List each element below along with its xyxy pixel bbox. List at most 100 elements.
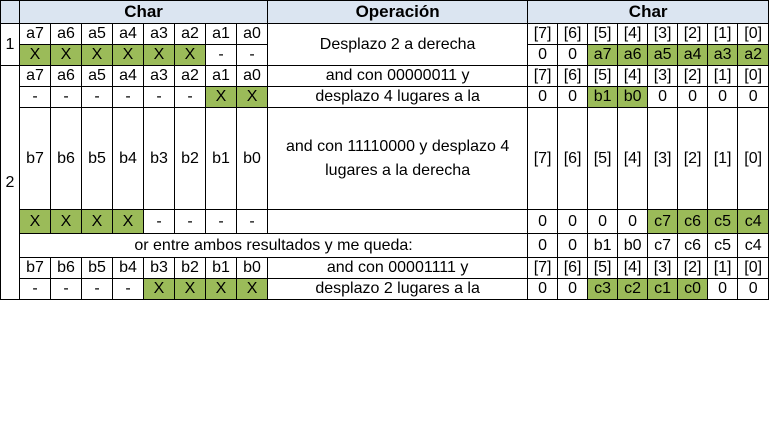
result-cell: 0 [527,233,559,258]
bit-cell: b4 [112,257,144,279]
mask-cell: X [19,44,51,66]
result-cell: a5 [647,44,679,66]
bit-cell: b6 [50,257,82,279]
bit-cell: b2 [174,107,206,210]
mask-cell: - [143,209,175,234]
result-cell: c4 [737,209,770,234]
bit-cell: a7 [19,23,51,45]
row-2a-bottom: - - - - - - X X desplazo 4 lugares a la … [1,86,770,108]
result-cell: 0 [527,209,559,234]
bit-cell: b5 [81,257,113,279]
index-cell: [4] [617,23,649,45]
result-cell: a7 [587,44,619,66]
bit-cell: b0 [235,257,269,279]
mask-cell: - [50,278,82,300]
result-cell: 0 [737,86,770,108]
bit-cell: b1 [205,257,237,279]
index-cell: [4] [617,107,649,210]
mask-cell: - [143,86,175,108]
mask-cell: - [205,44,237,66]
mask-cell: X [112,209,144,234]
index-cell: [3] [647,23,679,45]
mask-cell: X [174,278,206,300]
mask-cell: X [143,278,175,300]
mask-cell: - [19,86,51,108]
index-cell: [7] [527,257,559,279]
index-cell: [5] [587,257,619,279]
operation-text: Desplazo 2 a derecha [267,23,529,66]
operation-text: and con 00000011 y [267,65,529,87]
result-cell: 0 [677,86,709,108]
bit-cell: b2 [174,257,206,279]
operation-text: desplazo 4 lugares a la [267,86,529,108]
bit-cell: a6 [50,65,82,87]
bit-cell: b5 [81,107,113,210]
index-cell: [1] [707,107,739,210]
result-cell: c7 [647,209,679,234]
result-cell: c7 [647,233,679,258]
result-cell: b0 [617,86,649,108]
row-2-or: or entre ambos resultados y me queda: 0 … [1,233,770,258]
bit-cell: a0 [235,23,269,45]
result-cell: a3 [707,44,739,66]
mask-cell: - [81,86,113,108]
bit-cell: b4 [112,107,144,210]
row-3a-bottom: - - - - X X X X desplazo 2 lugares a la … [1,278,770,300]
index-cell: [5] [587,107,619,210]
mask-cell: - [235,44,269,66]
result-cell: 0 [587,209,619,234]
bit-cell: a7 [19,65,51,87]
bit-cell: a4 [112,23,144,45]
bit-cell: a3 [143,65,175,87]
bit-cell: a2 [174,65,206,87]
header-operation: Operación [267,0,529,24]
row-3a-top: b7 b6 b5 b4 b3 b2 b1 b0 and con 00001111… [1,257,770,279]
mask-cell: X [50,209,82,234]
operation-text: and con 11110000 y desplazo 4 lugares a … [267,107,529,210]
index-cell: [4] [617,65,649,87]
row-number: 1 [0,23,20,66]
result-cell: 0 [557,233,589,258]
result-cell: 0 [527,278,559,300]
mask-cell: - [235,209,269,234]
result-cell: b0 [617,233,649,258]
mask-cell: X [81,44,113,66]
index-cell: [0] [737,257,770,279]
header-char-right: Char [527,0,770,24]
result-cell: c2 [617,278,649,300]
bit-cell: a1 [205,65,237,87]
bit-cell: b1 [205,107,237,210]
result-cell: 0 [647,86,679,108]
bit-cell: b3 [143,107,175,210]
result-cell: a4 [677,44,709,66]
result-cell: a6 [617,44,649,66]
index-cell: [7] [527,107,559,210]
mask-cell: X [205,278,237,300]
index-cell: [1] [707,23,739,45]
result-cell: 0 [617,209,649,234]
mask-cell: X [235,86,269,108]
result-cell: c5 [707,209,739,234]
bit-cell: a5 [81,65,113,87]
mask-cell: - [174,209,206,234]
header-row: Char Operación Char [0,0,770,24]
mask-cell: - [50,86,82,108]
result-cell: 0 [707,278,739,300]
index-cell: [6] [557,107,589,210]
index-cell: [6] [557,257,589,279]
bit-cell: a3 [143,23,175,45]
operation-text: desplazo 2 lugares a la [267,278,529,300]
index-cell: [1] [707,65,739,87]
mask-cell: X [143,44,175,66]
bit-cell: b7 [19,257,51,279]
index-cell: [2] [677,107,709,210]
bit-cell: b0 [235,107,269,210]
index-cell: [0] [737,65,770,87]
index-cell: [3] [647,257,679,279]
index-cell: [2] [677,23,709,45]
result-cell: 0 [527,86,559,108]
mask-cell: - [174,86,206,108]
mask-cell: - [205,209,237,234]
bit-cell: b7 [19,107,51,210]
bit-cell: a4 [112,65,144,87]
